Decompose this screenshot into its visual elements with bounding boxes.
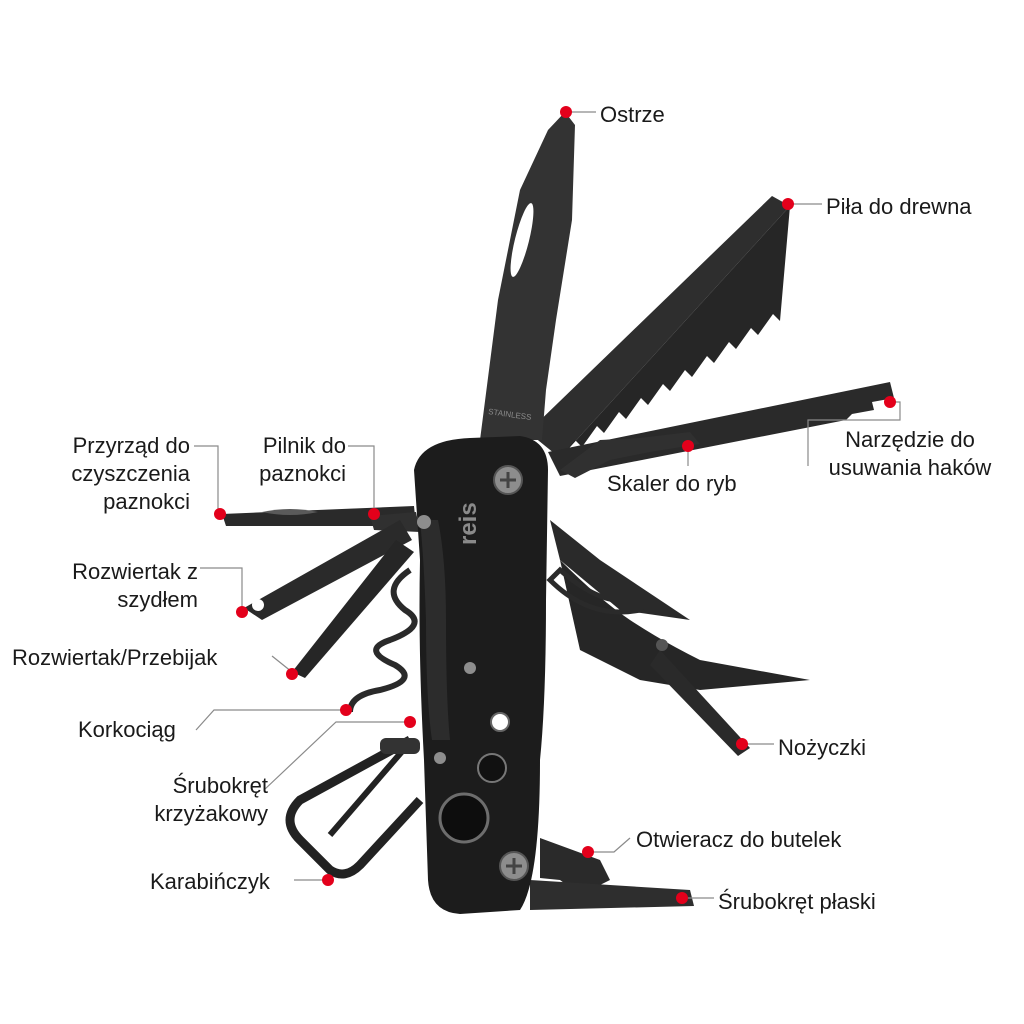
reamer-awl — [244, 520, 412, 620]
flat-screwdriver — [530, 880, 694, 910]
carabiner — [285, 736, 424, 879]
label-narzedzie-line1: Narzędzie do — [845, 427, 975, 452]
label-pilnik-line1: Pilnik do — [262, 433, 346, 458]
label-narzedzie: Narzędzie do usuwania haków — [810, 426, 1010, 482]
label-pilnik: Pilnik do paznokci — [222, 432, 346, 488]
label-rozwiertak-szydlo-line2: szydłem — [117, 587, 198, 612]
label-ostrze: Ostrze — [600, 102, 665, 127]
leader-narzedzie — [807, 401, 901, 466]
handle: reis — [414, 436, 548, 914]
dot-nozyczki — [736, 738, 748, 750]
corkscrew — [347, 567, 418, 713]
label-pilnik-line2: paznokci — [259, 461, 346, 486]
dot-przyrzad — [214, 508, 226, 520]
fish-scaler — [560, 432, 700, 478]
label-karabinczyk: Karabińczyk — [150, 869, 270, 894]
label-przyrzad: Przyrząd do czyszczenia paznokci — [20, 432, 190, 516]
multitool-illustration: STAINLESS — [222, 112, 894, 914]
leader-korkociag — [195, 709, 346, 731]
label-korkociag: Korkociąg — [78, 717, 176, 742]
nail-file — [370, 512, 420, 532]
label-srubokret-krzyzakowy: Śrubokręt krzyżakowy — [100, 772, 268, 828]
label-skaler: Skaler do ryb — [607, 471, 737, 496]
dot-rozwiertak-przebijak — [286, 668, 298, 680]
nail-cleaner — [222, 506, 416, 526]
label-srubokret-krzyzakowy-line1: Śrubokręt — [172, 773, 268, 798]
label-narzedzie-line2: usuwania haków — [828, 455, 992, 480]
label-rozwiertak-przebijak: Rozwiertak/Przebijak — [12, 645, 218, 670]
label-rozwiertak-szydlo-line1: Rozwiertak z — [72, 559, 198, 584]
leader-lines — [194, 111, 901, 899]
dot-srubokret-krzyzakowy — [404, 716, 416, 728]
leader-srubokret-krzyzakowy — [263, 721, 410, 791]
dot-srubokret-plaski — [676, 892, 688, 904]
label-otwieracz: Otwieracz do butelek — [636, 827, 842, 852]
brand-logo: reis — [455, 502, 482, 545]
label-srubokret-plaski: Śrubokręt płaski — [718, 889, 876, 914]
dot-narzedzie — [884, 396, 896, 408]
leader-pilnik — [348, 445, 375, 514]
dot-otwieracz — [582, 846, 594, 858]
reamer-punch — [292, 540, 414, 678]
label-rozwiertak-szydlo: Rozwiertak z szydłem — [30, 558, 198, 614]
dot-pilnik — [368, 508, 380, 520]
leader-otwieracz — [588, 837, 631, 853]
magnifier — [438, 792, 490, 844]
scissors — [546, 520, 810, 756]
saw-blade — [528, 196, 790, 458]
label-przyrzad-line2: czyszczenia — [71, 461, 190, 486]
label-srubokret-krzyzakowy-line2: krzyżakowy — [154, 801, 268, 826]
dot-skaler — [682, 440, 694, 452]
label-nozyczki: Nożyczki — [778, 735, 867, 760]
label-przyrzad-line3: paznokci — [103, 489, 190, 514]
dot-pila — [782, 198, 794, 210]
label-przyrzad-line1: Przyrząd do — [72, 433, 190, 458]
leader-przyrzad — [194, 445, 219, 514]
dot-ostrze — [560, 106, 572, 118]
bottle-opener — [540, 838, 610, 895]
dot-korkociag — [340, 704, 352, 716]
dot-karabinczyk — [322, 874, 334, 886]
dot-rozwiertak-szydlo — [236, 606, 248, 618]
callout-dots — [214, 106, 896, 904]
leader-rozwiertak-szydlo — [200, 567, 243, 610]
main-blade: STAINLESS — [480, 112, 575, 440]
label-pila: Piła do drewna — [826, 194, 972, 219]
